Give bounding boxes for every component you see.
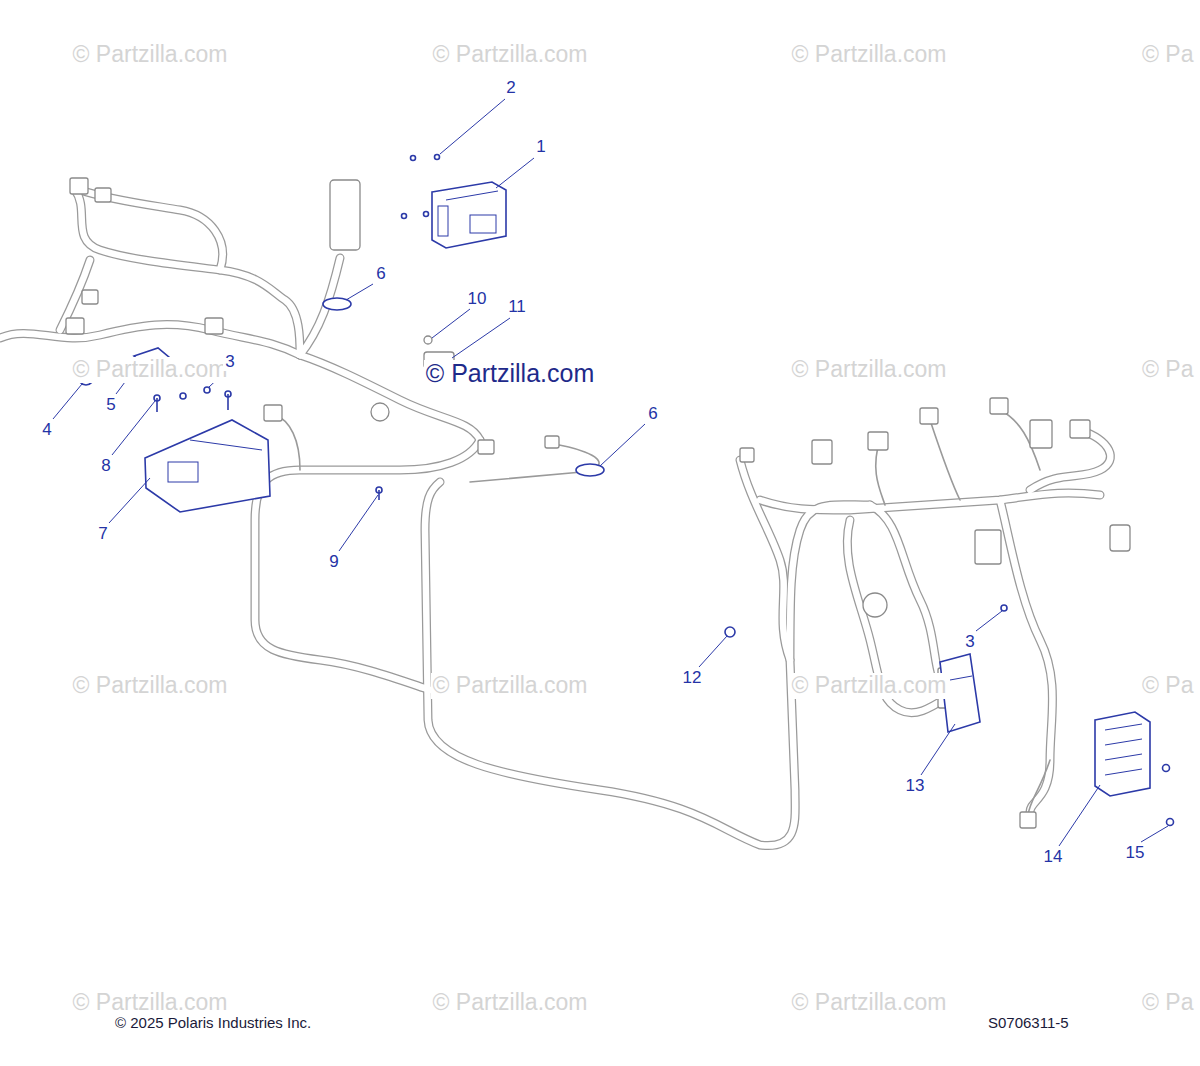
leader-lines — [53, 99, 1168, 846]
connectors — [66, 178, 1130, 828]
callout-number: 4 — [40, 421, 53, 440]
watermark: © Partzilla.com — [431, 673, 590, 698]
watermark: © Pa — [1140, 42, 1195, 67]
watermark: © Partzilla.com — [431, 42, 590, 67]
watermark: © Partzilla.com — [790, 990, 949, 1015]
callout-number: 7 — [96, 525, 109, 544]
watermark: © Pa — [1140, 357, 1195, 382]
watermark: © Partzilla.com — [790, 42, 949, 67]
callout-number: 9 — [327, 553, 340, 572]
callout-number: 8 — [99, 457, 112, 476]
watermark: © Partzilla.com — [790, 673, 949, 698]
callout-number: 15 — [1124, 844, 1147, 863]
watermark: © Partzilla.com — [424, 360, 596, 388]
callout-number: 12 — [681, 669, 704, 688]
callout-number: 3 — [963, 633, 976, 652]
thin-wires — [275, 410, 1050, 815]
watermark: © Partzilla.com — [71, 990, 230, 1015]
watermark: © Partzilla.com — [790, 357, 949, 382]
watermark: © Pa — [1140, 990, 1195, 1015]
callout-number: 2 — [504, 79, 517, 98]
callout-number: 11 — [506, 298, 528, 317]
watermark: © Partzilla.com — [431, 990, 590, 1015]
watermark: © Partzilla.com — [71, 357, 230, 382]
callout-number: 6 — [374, 265, 387, 284]
callout-number: 13 — [904, 777, 927, 796]
watermark: © Pa — [1140, 673, 1195, 698]
watermark: © Partzilla.com — [71, 42, 230, 67]
callout-number: 5 — [104, 396, 117, 415]
callout-number: 14 — [1042, 848, 1065, 867]
watermark: © Partzilla.com — [71, 673, 230, 698]
footer-text: © 2025 Polaris Industries Inc. — [113, 1015, 313, 1032]
callout-number: 10 — [466, 290, 489, 309]
harness-tubes — [0, 190, 1110, 846]
callout-number: 1 — [534, 138, 547, 157]
callout-number: 3 — [223, 353, 236, 372]
footer-text: S0706311-5 — [986, 1015, 1071, 1032]
blue-parts — [78, 155, 1174, 826]
callout-number: 6 — [646, 405, 659, 424]
